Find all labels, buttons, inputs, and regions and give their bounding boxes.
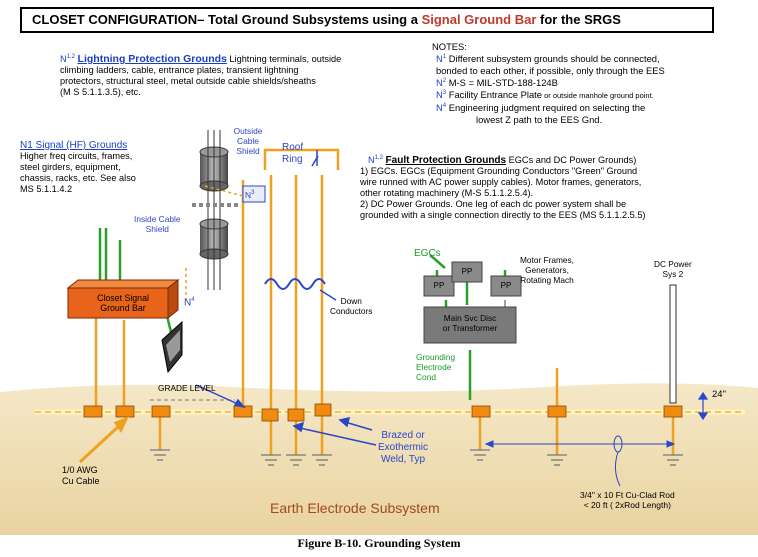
pp-label-right: PP <box>500 281 512 290</box>
fault-heading: Fault Protection Grounds <box>385 155 507 167</box>
n3-label: N3 <box>245 189 255 200</box>
outside-cable-shield-shape <box>192 130 240 290</box>
fault-protection-text: N1,2 Fault Protection Grounds EGCs and D… <box>360 155 646 221</box>
pp-label-left: PP <box>433 281 445 290</box>
notes-block: NOTES: N1 Different subsystem grounds sh… <box>432 41 752 125</box>
signal-heading: N1 Signal (HF) Grounds <box>20 140 128 151</box>
lightning-key: N <box>60 54 67 65</box>
main-service-box <box>423 261 522 344</box>
pp-label-middle: PP <box>461 267 473 276</box>
lightning-heading: Lightning Protection Grounds <box>77 53 227 66</box>
earth-electrode-label: Earth Electrode Subsystem <box>270 500 440 516</box>
grade-level-label: GRADE LEVEL <box>158 383 216 393</box>
lightning-protection-text: N1,2 Lightning Protection Grounds Lightn… <box>60 53 342 98</box>
motor-frames-label: Motor Frames,Generators,Rotating Mach <box>520 255 574 285</box>
entrance-plate-box <box>242 185 266 203</box>
weld-points <box>83 403 683 422</box>
pointer-arrows <box>195 155 377 446</box>
signal-grounds-text: N1 Signal (HF) Grounds Higher freq circu… <box>20 140 190 195</box>
rod-length-arrow <box>484 435 676 487</box>
down-conductor-coil <box>264 278 326 290</box>
depth-label: 24" <box>712 389 726 400</box>
ground-symbols <box>150 449 683 466</box>
closet-ground-bar-shape <box>67 287 169 319</box>
rod-spec-label: 3/4" x 10 Ft Cu-Clad Rod< 20 ft ( 2xRod … <box>580 490 675 510</box>
dc-power-rod <box>669 284 677 404</box>
page-title: CLOSET CONFIGURATION– Total Ground Subsy… <box>32 12 621 27</box>
roof-ring <box>263 148 340 170</box>
earth-soil <box>0 383 758 535</box>
notes-title: NOTES: <box>432 41 467 52</box>
depth-arrow <box>697 391 709 421</box>
egcs-label: EGCs <box>414 248 441 259</box>
title-box <box>20 7 714 33</box>
figure-caption: Figure B-10. Grounding System <box>297 536 461 550</box>
n4-label: N4 <box>184 297 195 309</box>
